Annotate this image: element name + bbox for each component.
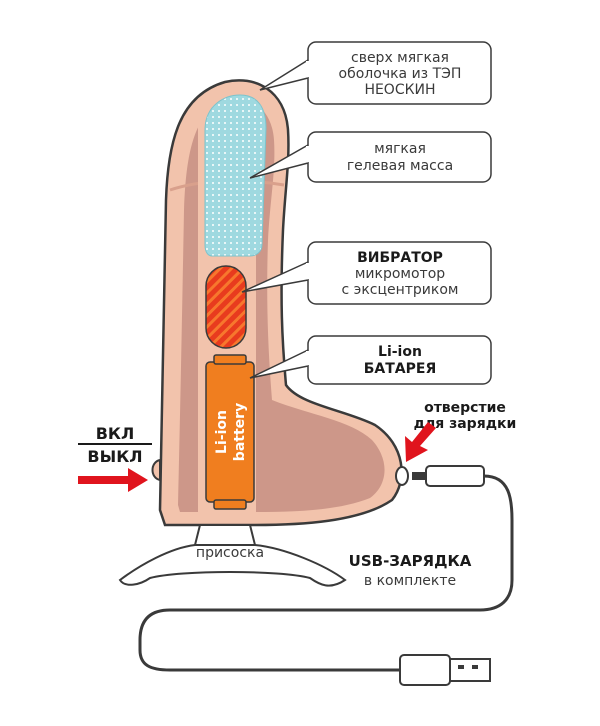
callout-shell-line1: сверх мягкая [351,50,449,66]
suction-cup [118,544,347,587]
callout-gel-line1: мягкая [374,141,426,157]
callout-shell-line2: оболочка из ТЭП [339,66,462,82]
callout-battery: Li-ion БАТАРЕЯ [249,335,492,385]
charging-port-line2: для зарядки [414,416,517,432]
callout-gel-line2: гелевая масса [347,158,453,174]
callout-vibrator-title: ВИБРАТОР [357,250,443,266]
suction-stem [193,524,257,546]
battery-text-line1: Li-ion [214,410,230,454]
usb-plug-tip [449,658,491,682]
usb-connector-body [425,465,485,487]
callout-shell: сверх мягкая оболочка из ТЭП НЕОСКИН [259,41,492,105]
charging-port[interactable] [395,466,409,486]
callout-vibrator-line1: микромотор [355,266,445,282]
charging-port-label: отверстие для зарядки [405,400,516,462]
switch-on-label: ВКЛ [96,424,135,443]
battery-text-line2: battery [232,403,248,461]
switch-arrow [78,468,148,492]
usb-cord [138,474,514,672]
usb-title: USB-ЗАРЯДКА [349,552,472,570]
usb-connector-tip [412,472,426,480]
callout-battery-line2: БАТАРЕЯ [364,361,437,377]
callout-gel: мягкая гелевая масса [249,131,492,183]
callout-vibrator-line2: с эксцентриком [341,282,458,298]
callout-battery-line1: Li-ion [378,344,422,360]
charging-port-line1: отверстие [424,400,506,416]
usb-cable [138,465,514,686]
switch-off-label: ВЫКЛ [87,447,142,466]
power-switch[interactable] [151,458,161,482]
suction-label: присоска [196,545,264,561]
usb-subtitle: в комплекте [364,573,456,589]
vibrator-motor [205,265,247,349]
callout-vibrator: ВИБРАТОР микромотор с эксцентриком [241,241,492,305]
callout-shell-line3: НЕОСКИН [364,82,435,98]
usb-plug-body [399,654,451,686]
gel-mass [204,94,267,257]
switch-label: ВКЛ ВЫКЛ [78,424,152,492]
battery: Li-ion battery [205,354,255,510]
charging-arrow [405,422,436,462]
